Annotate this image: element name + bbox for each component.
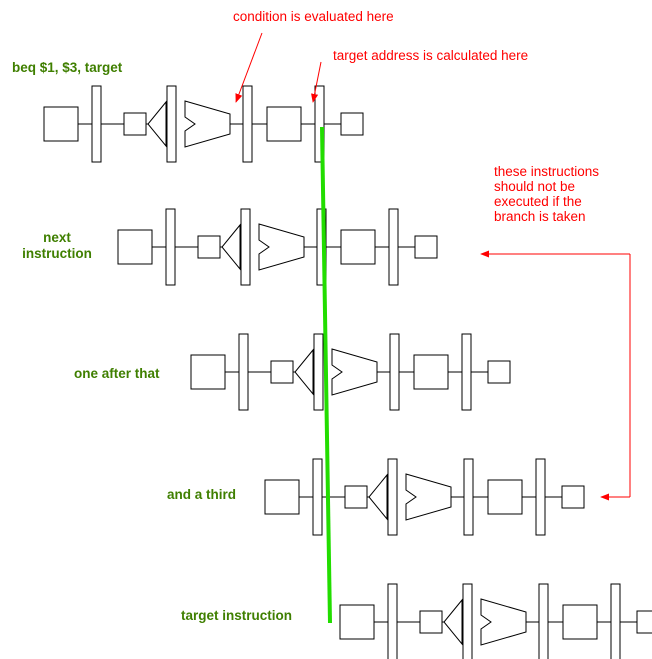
instruction-memory <box>117 229 153 265</box>
pipeline-register-if-id <box>91 85 102 163</box>
pipeline-register-ex-mem <box>463 458 474 536</box>
instruction-memory <box>264 479 300 515</box>
pipeline-rows <box>43 85 652 659</box>
target-annotation: target address is calculated here <box>333 48 529 63</box>
instruction-memory <box>190 354 226 390</box>
squash-annotation: these instructions should not be execute… <box>494 164 600 224</box>
alu <box>480 598 527 646</box>
pipeline-register-ex-mem <box>538 583 549 659</box>
pipeline-row-target <box>339 583 652 659</box>
write-back <box>340 112 364 136</box>
instruction-label-branch: beq $1, $3, target <box>12 60 123 75</box>
pipeline-register-mem-wb <box>535 458 546 536</box>
pipeline-register-mem-wb <box>610 583 621 659</box>
write-back <box>561 485 585 509</box>
register-file <box>197 235 221 259</box>
pipeline-register-ex-mem <box>389 333 400 411</box>
alu <box>405 473 452 521</box>
target-arrow <box>311 61 322 103</box>
instruction-memory <box>43 106 79 142</box>
branch-target-line <box>320 126 332 624</box>
instruction-label-third: and a third <box>167 487 237 502</box>
data-memory <box>487 479 523 515</box>
pipeline-register-id-ex <box>313 333 324 411</box>
register-read-ports <box>368 473 388 521</box>
write-back <box>636 610 652 634</box>
register-read-ports <box>443 598 463 646</box>
condition-arrow <box>235 32 263 103</box>
data-memory <box>340 229 376 265</box>
register-file <box>123 112 147 136</box>
alu <box>331 348 378 396</box>
pipeline-row-one-after <box>190 333 511 411</box>
register-read-ports <box>221 223 241 271</box>
register-file <box>270 360 294 384</box>
pipeline-register-if-id <box>165 208 176 286</box>
pipeline-row-next <box>117 208 438 286</box>
pipeline-register-if-id <box>238 333 249 411</box>
write-back <box>414 235 438 259</box>
pipeline-register-if-id <box>387 583 398 659</box>
data-memory <box>562 604 598 640</box>
instruction-label-one-after: one after that <box>74 366 160 381</box>
pipeline-register-ex-mem <box>242 85 253 163</box>
register-file <box>344 485 368 509</box>
pipeline-row-branch <box>43 85 364 163</box>
pipeline-register-id-ex <box>462 583 473 659</box>
data-memory <box>413 354 449 390</box>
pipeline-row-third <box>264 458 585 536</box>
instruction-memory <box>339 604 375 640</box>
write-back <box>487 360 511 384</box>
pipeline-register-mem-wb <box>388 208 399 286</box>
alu <box>258 223 305 271</box>
pipeline-register-mem-wb <box>461 333 472 411</box>
instruction-label-next: next instruction <box>22 230 92 261</box>
pipeline-register-id-ex <box>240 208 251 286</box>
pipeline-register-id-ex <box>387 458 398 536</box>
data-memory <box>266 106 302 142</box>
pipeline-register-if-id <box>312 458 323 536</box>
register-file <box>419 610 443 634</box>
pipeline-register-id-ex <box>166 85 177 163</box>
condition-annotation: condition is evaluated here <box>233 9 394 24</box>
register-read-ports <box>294 348 314 396</box>
register-read-ports <box>147 100 167 148</box>
alu <box>184 100 231 148</box>
instruction-label-target: target instruction <box>181 608 293 623</box>
